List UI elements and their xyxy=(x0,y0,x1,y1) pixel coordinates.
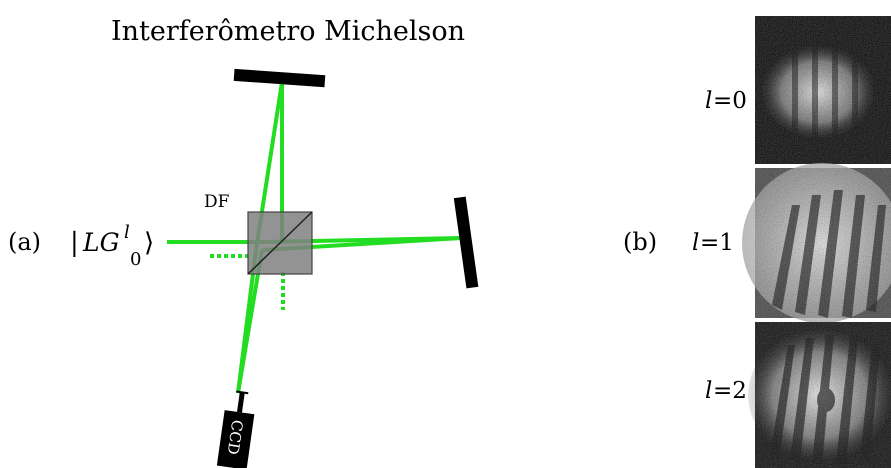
ket-symbol: LG xyxy=(82,228,120,257)
ket-close: ⟩ xyxy=(144,228,154,258)
ket-subscript: 0 xyxy=(130,249,141,270)
laser-beams xyxy=(167,82,461,393)
l-label-2: l =2 xyxy=(705,378,747,404)
l-label-0: l =0 xyxy=(705,88,747,114)
right-mirror xyxy=(454,197,479,289)
l-label-0-eq: =0 xyxy=(713,88,747,114)
interferogram-l0 xyxy=(755,16,891,164)
beam-splitter xyxy=(248,212,312,274)
l-label-0-var: l xyxy=(705,88,712,114)
interferogram-l1 xyxy=(742,163,891,323)
l-label-1-var: l xyxy=(692,230,699,256)
beam-splitter-label: DF xyxy=(204,192,230,212)
panel-a-label: (a) xyxy=(8,228,41,256)
l-label-1-eq: =1 xyxy=(700,230,734,256)
ccd-lens-tube xyxy=(240,392,243,412)
ket-superscript: l xyxy=(124,222,130,243)
l-label-1: l =1 xyxy=(692,230,734,256)
panel-b-label: (b) xyxy=(623,228,657,256)
l-label-2-eq: =2 xyxy=(713,378,747,404)
figure-title: Interferômetro Michelson xyxy=(111,16,465,47)
interferogram-images xyxy=(742,16,891,468)
l-label-2-var: l xyxy=(705,378,712,404)
ccd-detector: CCD xyxy=(217,390,257,468)
top-mirror xyxy=(234,69,326,87)
input-state-ket: | LG l 0 ⟩ xyxy=(70,222,154,270)
interferogram-l2 xyxy=(748,322,891,468)
ket-open-bar: | xyxy=(70,228,79,258)
